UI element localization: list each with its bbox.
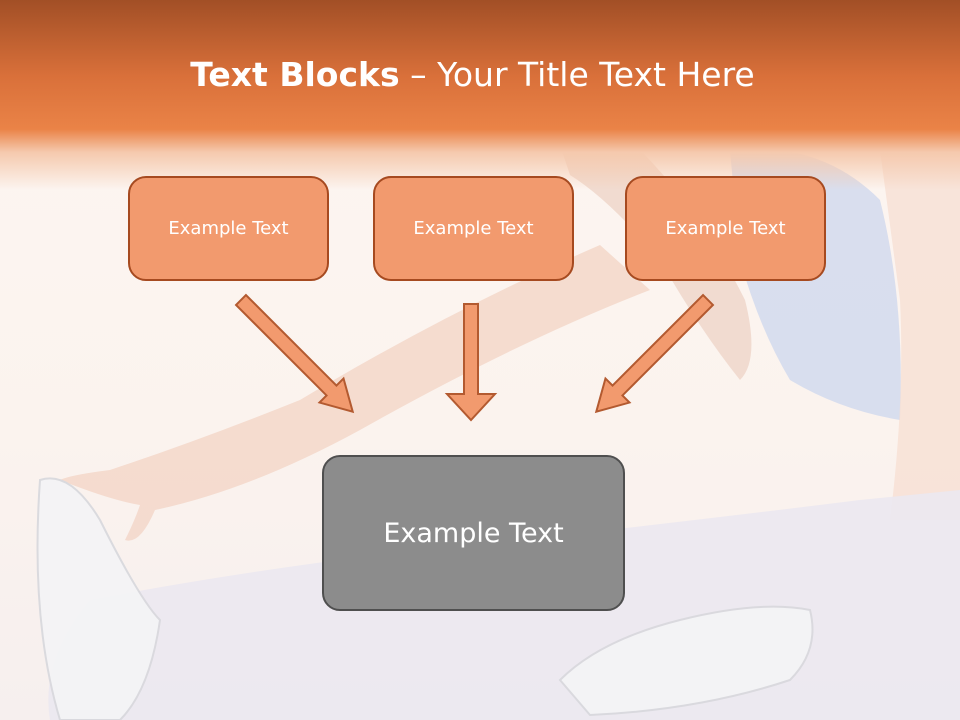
text-block-result-label: Example Text bbox=[383, 517, 564, 549]
text-block-result[interactable]: Example Text bbox=[322, 455, 625, 611]
text-block-1[interactable]: Example Text bbox=[128, 176, 329, 281]
title-rest: – Your Title Text Here bbox=[399, 55, 755, 94]
arrow-down-left-icon bbox=[594, 293, 715, 414]
text-block-3-label: Example Text bbox=[665, 218, 786, 239]
text-block-2-label: Example Text bbox=[413, 218, 534, 239]
slide-title: Text Blocks – Your Title Text Here bbox=[0, 52, 945, 98]
title-bar bbox=[0, 0, 960, 190]
title-bold: Text Blocks bbox=[190, 55, 400, 94]
text-block-3[interactable]: Example Text bbox=[625, 176, 826, 281]
text-block-1-label: Example Text bbox=[168, 218, 289, 239]
arrow-down-right-icon bbox=[234, 293, 355, 414]
text-block-2[interactable]: Example Text bbox=[373, 176, 574, 281]
arrow-down-icon bbox=[444, 303, 498, 422]
